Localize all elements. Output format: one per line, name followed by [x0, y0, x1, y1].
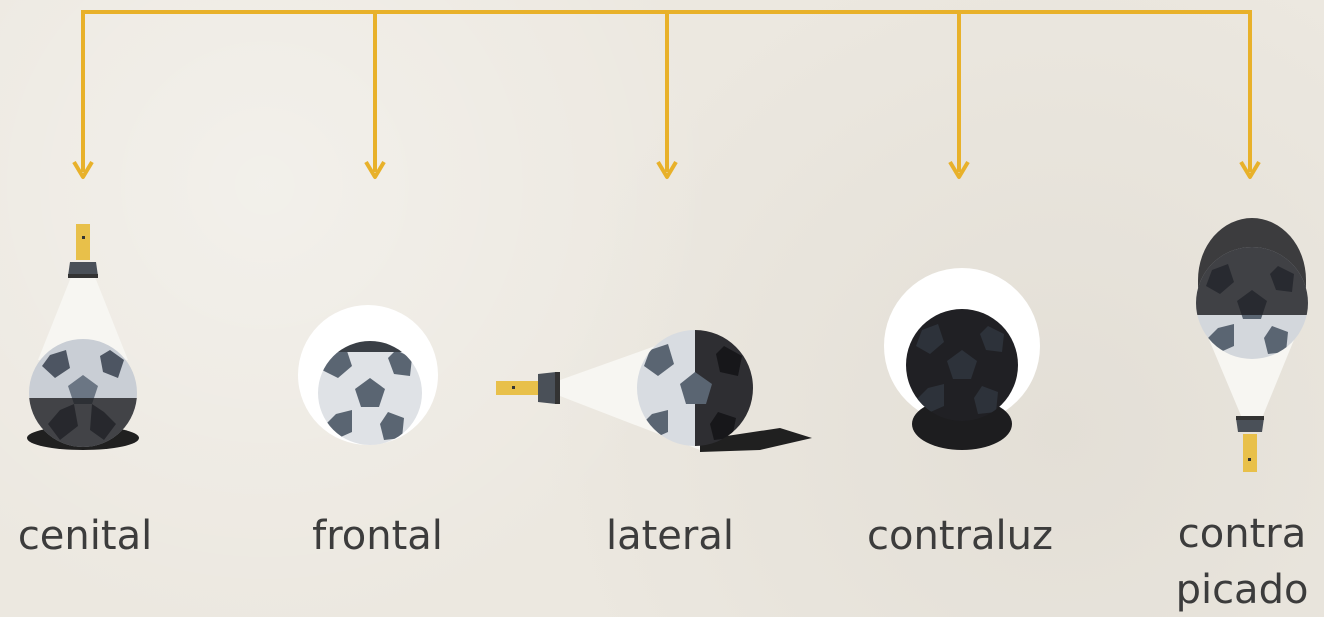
light-beam — [38, 272, 128, 360]
soccer-ball-icon — [318, 341, 422, 445]
label-contrapicado-line2: picado — [1175, 567, 1309, 613]
label-contrapicado-line1: contra — [1177, 511, 1307, 557]
label-frontal: frontal — [312, 513, 443, 559]
label-contraluz: contraluz — [867, 513, 1053, 559]
label-cenital: cenital — [17, 513, 153, 559]
arrowhead-cenital — [72, 160, 94, 179]
arrowhead-contrapicado — [1239, 160, 1261, 179]
ball-shadow — [700, 428, 812, 452]
flashlight-icon — [1236, 416, 1264, 472]
contrapicado-illustration — [1196, 218, 1308, 472]
contraluz-illustration — [884, 268, 1040, 450]
arrowhead-lateral — [656, 160, 678, 179]
label-lateral: lateral — [606, 513, 734, 559]
soccer-ball-icon — [29, 339, 137, 447]
arrowhead-frontal — [364, 160, 386, 179]
flashlight-icon — [496, 372, 560, 404]
frontal-illustration — [298, 305, 438, 445]
flashlight-icon — [68, 224, 98, 278]
lateral-illustration — [496, 330, 812, 452]
connector-bracket — [72, 10, 1261, 179]
soccer-ball-icon — [906, 309, 1018, 421]
arrowhead-contraluz — [948, 160, 970, 179]
cenital-illustration — [27, 224, 139, 450]
soccer-ball-icon — [637, 330, 753, 446]
